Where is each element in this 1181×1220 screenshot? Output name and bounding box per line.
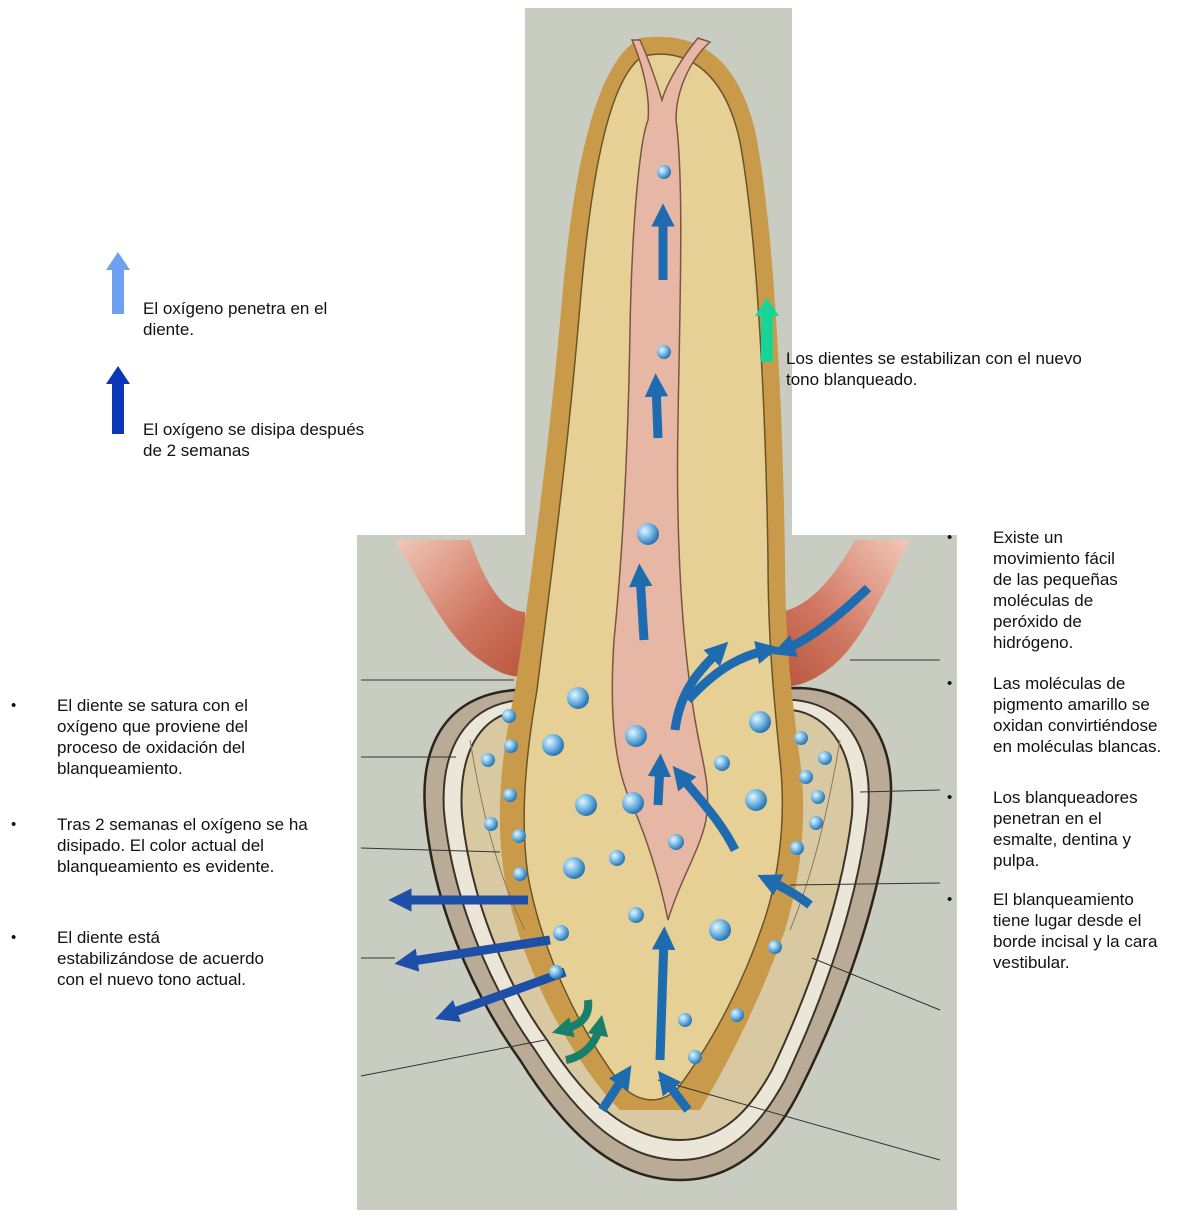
note-text: Tras 2 semanas el oxígeno se ha disipado… <box>57 815 308 876</box>
dark-blue-arrow-icon <box>106 366 130 434</box>
list-item: • Existe un movimiento fácil de las pequ… <box>993 527 1123 653</box>
light-blue-arrow-icon <box>106 252 130 314</box>
note-text: El diente se satura con el oxígeno que p… <box>57 696 248 778</box>
bullet-icon: • <box>947 889 952 910</box>
list-item: • El diente se satura con el oxígeno que… <box>57 695 312 779</box>
bullet-icon: • <box>11 814 16 835</box>
bullet-icon: • <box>947 527 952 548</box>
bullet-icon: • <box>947 787 952 808</box>
legend-dark-arrow-text: El oxígeno se disipa después de 2 semana… <box>143 419 368 461</box>
list-item: • Las moléculas de pigmento amarillo se … <box>993 673 1173 757</box>
list-item: • Tras 2 semanas el oxígeno se ha disipa… <box>57 814 312 877</box>
note-text: El diente está estabilizándose de acuerd… <box>57 928 264 989</box>
list-item: • El blanqueamiento tiene lugar desde el… <box>993 889 1173 973</box>
legend-light-arrow-text: El oxígeno penetra en el diente. <box>143 298 368 340</box>
note-text: Las moléculas de pigmento amarillo se ox… <box>993 674 1161 756</box>
list-item: • El diente está estabilizándose de acue… <box>57 927 272 990</box>
green-arrow-icon <box>755 298 779 362</box>
note-text: El blanqueamiento tiene lugar desde el b… <box>993 890 1157 972</box>
note-text: Existe un movimiento fácil de las pequeñ… <box>993 528 1118 652</box>
bullet-icon: • <box>11 927 16 948</box>
bullet-icon: • <box>947 673 952 694</box>
list-item: • Los blanqueadores penetran en el esmal… <box>993 787 1158 871</box>
bullet-icon: • <box>11 695 16 716</box>
left-notes-list: • El diente se satura con el oxígeno que… <box>57 695 312 990</box>
right-notes-list: • Existe un movimiento fácil de las pequ… <box>993 527 1173 973</box>
legend-green-arrow-text: Los dientes se estabilizan con el nuevo … <box>786 348 1106 390</box>
note-text: Los blanqueadores penetran en el esmalte… <box>993 788 1138 870</box>
